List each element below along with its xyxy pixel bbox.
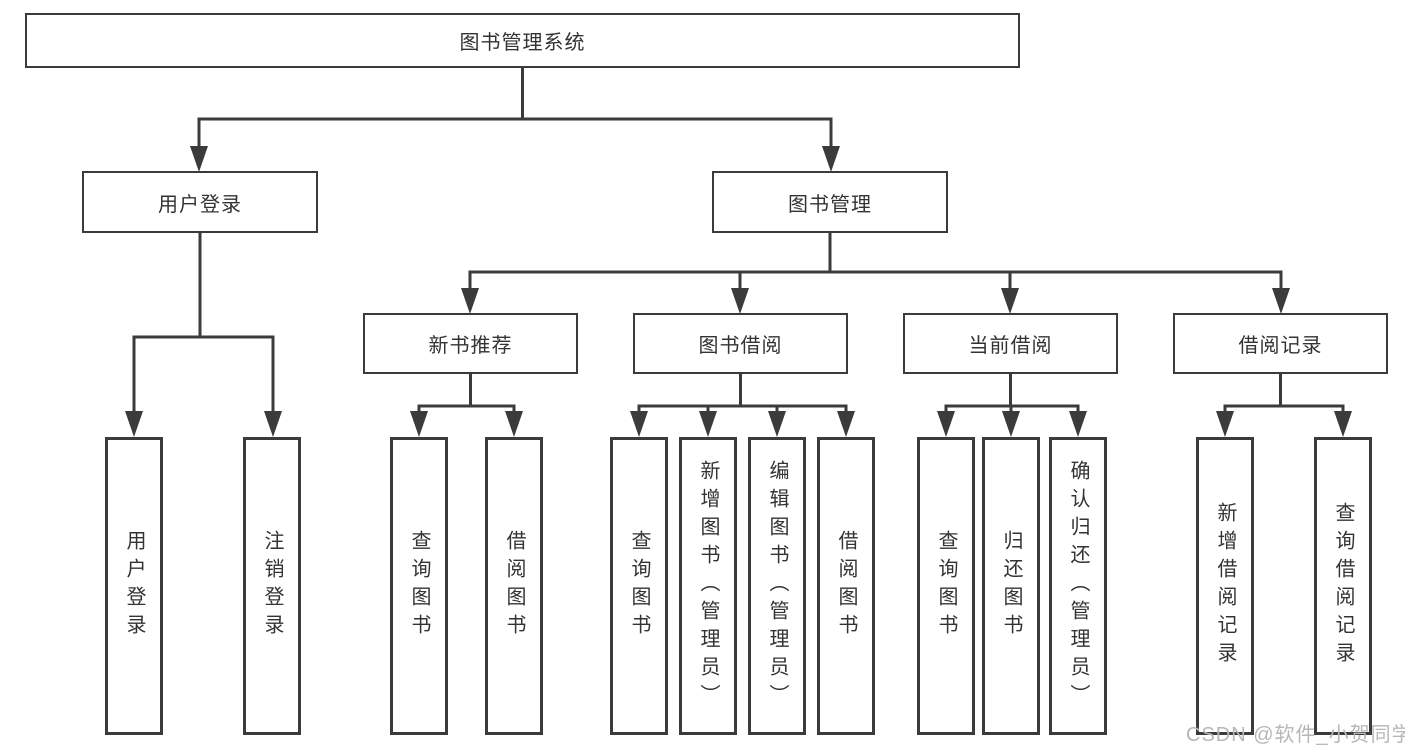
leaf-query-books-3: 查询图书 [917,437,975,735]
arrowhead-icons [125,146,1352,437]
leaf-label: 查询图书 [408,530,430,642]
leaf-edit-book-admin: 编辑图书（管理员） [748,437,806,735]
node-library-management-system: 图书管理系统 [25,13,1020,68]
leaf-label: 注销登录 [261,530,283,642]
leaf-add-book-admin: 新增图书（管理员） [679,437,737,735]
leaf-label: 归还图书 [1000,530,1022,642]
node-label: 新书推荐 [428,335,513,357]
leaf-borrow-book-2: 借阅图书 [817,437,875,735]
leaf-return-book: 归还图书 [982,437,1040,735]
node-current-borrowing: 当前借阅 [903,313,1118,374]
leaf-label: 借阅图书 [835,530,857,642]
node-label: 用户登录 [158,193,242,216]
leaf-query-books: 查询图书 [390,437,448,735]
leaf-borrow-books: 借阅图书 [485,437,543,735]
leaf-label: 借阅图书 [503,530,525,642]
leaf-label: 查询图书 [628,530,650,642]
node-new-book-recommendation: 新书推荐 [363,313,578,374]
node-label: 当前借阅 [968,335,1053,357]
leaf-label: 新增图书（管理员） [697,460,719,712]
leaf-add-borrow-record: 新增借阅记录 [1196,437,1254,735]
leaf-label: 编辑图书（管理员） [766,460,788,712]
node-book-management: 图书管理 [712,171,948,233]
leaf-label: 新增借阅记录 [1214,502,1236,670]
leaf-query-borrow-record: 查询借阅记录 [1314,437,1372,735]
leaf-label: 用户登录 [123,530,145,642]
leaf-label: 查询图书 [935,530,957,642]
leaf-label: 查询借阅记录 [1332,502,1354,670]
watermark-text: CSDN @软件_小贺同学 [1186,724,1405,746]
leaf-user-login: 用户登录 [105,437,163,735]
node-label: 借阅记录 [1238,335,1323,357]
node-borrowing-records: 借阅记录 [1173,313,1388,374]
leaf-label: 确认归还（管理员） [1067,460,1089,712]
node-label: 图书管理 [788,193,872,216]
node-label: 图书管理系统 [459,32,586,54]
leaf-query-books-2: 查询图书 [610,437,668,735]
node-label: 图书借阅 [698,335,783,357]
leaf-confirm-return-admin: 确认归还（管理员） [1049,437,1107,735]
node-user-login: 用户登录 [82,171,318,233]
leaf-logout: 注销登录 [243,437,301,735]
node-book-borrowing: 图书借阅 [633,313,848,374]
